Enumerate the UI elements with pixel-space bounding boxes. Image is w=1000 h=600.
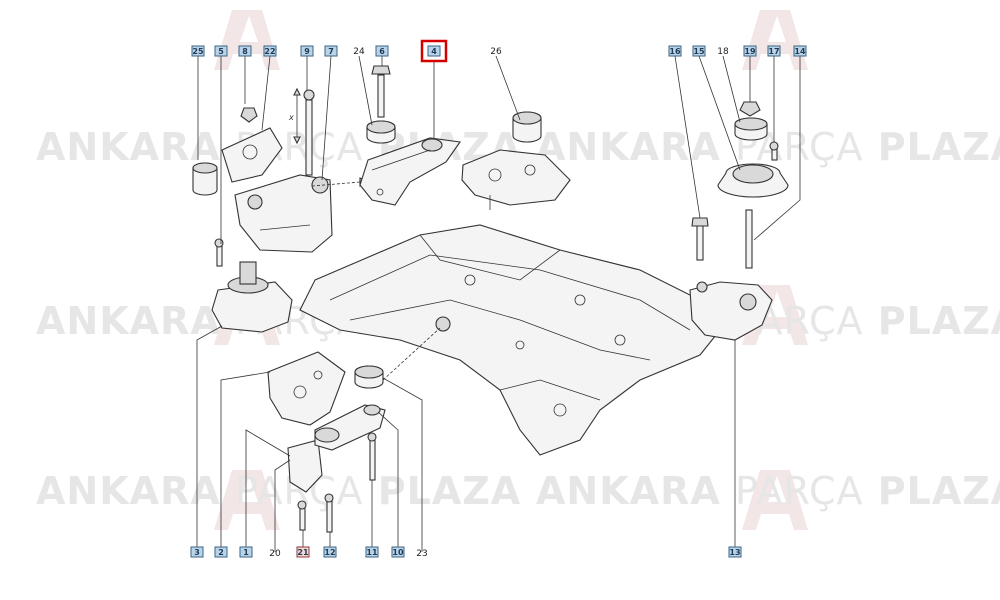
callout-19[interactable]: 19 [743,45,757,57]
svg-text:14: 14 [794,47,806,56]
svg-text:13: 13 [729,548,740,557]
callout-25[interactable]: 25 [191,45,205,57]
svg-text:1: 1 [243,548,249,557]
callout-9[interactable]: 9 [300,45,314,57]
callout-1[interactable]: 1 [239,546,253,558]
callout-5[interactable]: 5 [214,45,228,57]
callout-10[interactable]: 10 [391,546,405,558]
svg-text:6: 6 [379,47,385,56]
leader-lines [196,55,801,552]
callout-16[interactable]: 16 [668,45,682,57]
callout-6[interactable]: 6 [375,45,389,57]
svg-text:24: 24 [353,47,365,57]
callout-14[interactable]: 14 [793,45,807,57]
svg-text:18: 18 [717,47,729,57]
callout-12[interactable]: 12 [323,546,337,558]
callout-4-highlighted[interactable]: 4 [420,39,448,63]
center-top-group [359,65,571,210]
svg-text:23: 23 [416,549,427,559]
svg-text:16: 16 [669,47,681,56]
svg-text:17: 17 [768,47,779,56]
svg-text:21: 21 [297,548,309,557]
callouts-top: 25 5 8 22 9 7 24 6 4 [191,39,807,63]
callout-3[interactable]: 3 [190,546,204,558]
callout-7[interactable]: 7 [324,45,338,57]
callout-15[interactable]: 15 [692,45,706,57]
svg-text:25: 25 [192,47,204,56]
callouts-bottom: 3 2 1 20 21 12 11 10 23 [190,546,742,559]
rear-mount-group [267,327,441,533]
callout-22[interactable]: 22 [263,45,277,57]
right-mount-group [689,101,789,341]
callout-8[interactable]: 8 [238,45,252,57]
svg-text:19: 19 [744,47,756,56]
callout-18[interactable]: 18 [717,47,729,57]
highlight-frame [420,39,448,63]
callout-11[interactable]: 11 [365,546,379,558]
svg-text:4: 4 [431,47,437,56]
svg-text:12: 12 [324,548,335,557]
svg-text:22: 22 [264,47,275,56]
watermark-row-3-right: ANKARA PARÇA PLAZA [536,469,1000,513]
svg-text:26: 26 [490,47,502,57]
watermark-row-3-left: ANKARA PARÇA PLAZA [36,469,521,513]
callout-13[interactable]: 13 [728,546,742,558]
dimension-x-label: x [288,113,294,122]
svg-text:20: 20 [269,549,281,559]
callout-23[interactable]: 23 [416,549,427,559]
watermark-row-1-right: ANKARA PARÇA PLAZA [536,125,1000,169]
callout-26[interactable]: 26 [490,47,502,57]
svg-text:7: 7 [328,47,334,56]
subframe [299,224,721,456]
callout-21[interactable]: 21 [296,546,310,558]
svg-text:15: 15 [693,47,705,56]
left-mount-group: x [192,87,370,333]
watermark-row-1-left: ANKARA PARÇA PLAZA [36,125,521,169]
svg-text:10: 10 [392,548,404,557]
svg-text:3: 3 [194,548,200,557]
svg-text:9: 9 [304,47,310,56]
svg-text:11: 11 [366,548,378,557]
svg-text:8: 8 [242,47,248,56]
callout-17[interactable]: 17 [767,45,781,57]
callout-2[interactable]: 2 [214,546,228,558]
svg-text:5: 5 [218,47,224,56]
svg-text:2: 2 [218,548,224,557]
callout-20[interactable]: 20 [269,549,281,559]
callout-24[interactable]: 24 [353,47,365,57]
